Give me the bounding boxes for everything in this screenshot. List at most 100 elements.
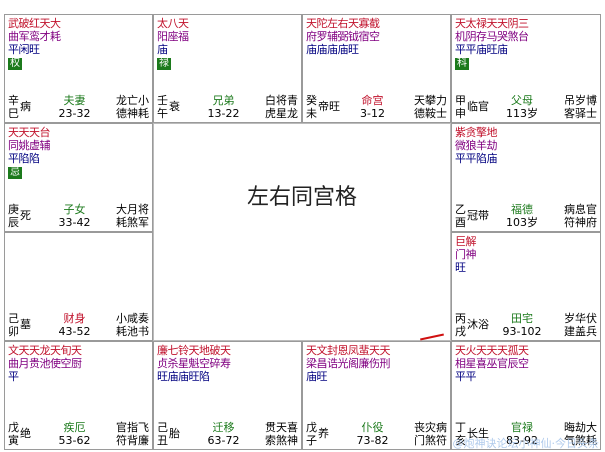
earthly-branch: 申 (455, 107, 466, 120)
changsheng: 冠带 (467, 209, 489, 222)
minor-stars: 吊岁博客驿士 (564, 94, 597, 120)
palace-name: 命宫 (361, 94, 384, 107)
ganzhi: 丁亥 (455, 421, 477, 447)
ganzhi: 壬午 (157, 94, 179, 120)
age-range: 33-42 (58, 216, 91, 229)
minor-stars-line-2: 耗池书 (116, 325, 149, 338)
heavenly-stem: 庚 (8, 203, 19, 216)
ganzhi: 丙戌 (455, 312, 477, 338)
main-stars-line: 文天天龙天旬天 (8, 344, 82, 357)
ganzhi: 庚辰 (8, 203, 30, 229)
brightness-line: 平陷陷 (8, 152, 150, 165)
ganzhi: 戊子 (306, 421, 328, 447)
changsheng: 养 (318, 427, 329, 440)
ganzhi: 甲申 (455, 94, 477, 120)
brightness-text: 旺 (455, 261, 466, 274)
heavenly-stem: 戊 (306, 421, 317, 434)
palace-name: 疾厄 (63, 421, 86, 434)
palace-name: 财身 (63, 312, 86, 325)
minor-stars: 龙亡小德神耗 (116, 94, 149, 120)
brightness-line: 平平庙旺庙 (455, 43, 598, 56)
heavenly-stem: 癸 (306, 94, 317, 107)
changsheng: 绝 (20, 427, 31, 440)
star-names-line: 贞杀星魁空碎寿 (157, 357, 231, 370)
star-names-line: 梁昌诰光阁廉伤刑 (306, 357, 391, 370)
earthly-branch: 卯 (8, 325, 19, 338)
brightness-line: 平平 (455, 370, 598, 383)
minor-stars: 晦劫大气煞耗 (564, 421, 597, 447)
ganzhi: 乙酉 (455, 203, 477, 229)
brightness-line: 旺庙庙旺陷 (157, 370, 299, 383)
minor-stars-line-2: 德神耗 (116, 107, 149, 120)
brightness-line: 平平陷庙 (455, 152, 598, 165)
sihua-badge: 禄 (157, 58, 171, 70)
minor-stars: 丧灾病门煞符 (414, 421, 447, 447)
heavenly-stem: 乙 (455, 203, 466, 216)
heavenly-stem: 己 (157, 421, 168, 434)
brightness-text: 平平陷庙 (455, 152, 498, 165)
minor-stars-line-1: 吊岁博 (564, 94, 597, 107)
brightness-text: 平 (8, 370, 19, 383)
changsheng: 死 (20, 209, 31, 222)
minor-stars-line-2: 符神府 (564, 216, 597, 229)
palace-name: 仆役 (361, 421, 384, 434)
star-names-line: 府罗辅弼钺宿空 (306, 30, 380, 43)
sihua-badge: 科 (455, 58, 469, 70)
changsheng: 帝旺 (318, 100, 340, 113)
minor-stars: 官指飞符背廉 (116, 421, 149, 447)
sihua-badge: 权 (8, 58, 22, 70)
earthly-branch: 戌 (455, 325, 466, 338)
brightness-text: 庙旺 (306, 370, 328, 383)
palace-name: 兄弟 (212, 94, 235, 107)
palace-name: 夫妻 (63, 94, 86, 107)
minor-stars-line-1: 晦劫大 (564, 421, 597, 434)
ganzhi: 己卯 (8, 312, 30, 338)
heavenly-stem: 甲 (455, 94, 466, 107)
brightness-text: 庙 (157, 43, 168, 56)
minor-stars: 贯天喜索煞神 (265, 421, 298, 447)
brightness-text: 庙庙庙庙旺 (306, 43, 359, 56)
minor-stars: 天攀力德鞍士 (414, 94, 447, 120)
earthly-branch: 丑 (157, 434, 168, 447)
age-range: 3-12 (360, 107, 385, 120)
brightness-text: 旺庙庙旺陷 (157, 370, 210, 383)
earthly-branch: 辰 (8, 216, 19, 229)
minor-stars: 大月将耗煞军 (116, 203, 149, 229)
age-range: 43-52 (58, 325, 91, 338)
heavenly-stem: 辛 (8, 94, 19, 107)
heavenly-stem: 丙 (455, 312, 466, 325)
heavenly-stem: 戊 (8, 421, 19, 434)
star-names-line: 曲军鸾才耗 (8, 30, 61, 43)
main-stars-line: 天天天台 (8, 126, 51, 139)
brightness-line: 旺 (455, 261, 598, 274)
brightness-line: 庙 (157, 43, 299, 56)
changsheng: 墓 (20, 318, 31, 331)
main-stars-line: 廉七铃天地破天 (157, 344, 231, 357)
minor-stars-line-1: 白将青 (265, 94, 298, 107)
brightness-line: 平闲旺 (8, 43, 150, 56)
age-range: 23-32 (58, 107, 91, 120)
minor-stars: 病息官符神府 (564, 203, 597, 229)
ganzhi: 戊寅 (8, 421, 30, 447)
center-panel: 左右同宫格 (153, 123, 451, 341)
heavenly-stem: 壬 (157, 94, 168, 107)
